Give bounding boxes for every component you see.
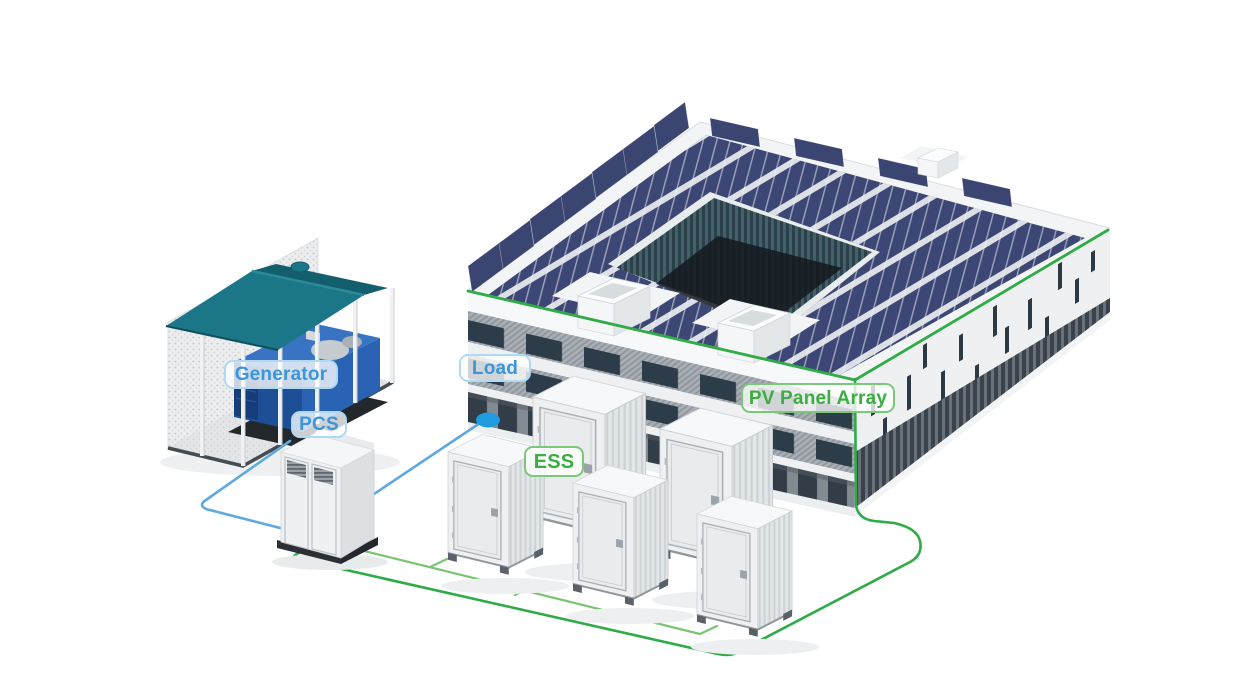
generator-label: Generator	[224, 360, 338, 389]
pcs-cabinet	[272, 428, 388, 570]
building-base-louvers	[855, 298, 1110, 508]
pcs-door-right	[311, 463, 337, 556]
pcs-shadow	[272, 554, 388, 570]
canopy-vent-knob	[290, 261, 310, 273]
green-roof-outline	[466, 228, 1110, 382]
building-right-facade	[855, 228, 1110, 508]
pv-rows-back-right	[709, 117, 1013, 208]
pcs-door-left	[284, 456, 309, 550]
pcs-label: PCS	[291, 411, 347, 438]
skylight-box	[576, 277, 652, 337]
blue-line-pcs-load	[369, 421, 482, 498]
ess-container-5	[696, 495, 794, 638]
skylight-box	[917, 147, 959, 179]
pcs-vent-grille	[287, 460, 306, 478]
canopy-roof	[165, 261, 388, 351]
pcs-vent-grille	[314, 467, 333, 485]
skylight-box	[716, 304, 792, 364]
ess-label: ESS	[524, 446, 584, 477]
generator-shed	[160, 237, 400, 476]
load-label: Load	[459, 354, 531, 382]
building-shadow-right	[855, 312, 1110, 516]
ess-container-4	[572, 464, 670, 607]
roof-skylights	[552, 146, 968, 364]
pv-sawtooth-edge	[467, 101, 690, 293]
blue-line-generator-pcs	[200, 439, 292, 531]
pv-panel-array-label: PV Panel Array	[741, 383, 895, 413]
load-connection-dot	[476, 412, 500, 428]
generator-alternator	[311, 340, 349, 360]
ess-cluster	[441, 374, 819, 655]
